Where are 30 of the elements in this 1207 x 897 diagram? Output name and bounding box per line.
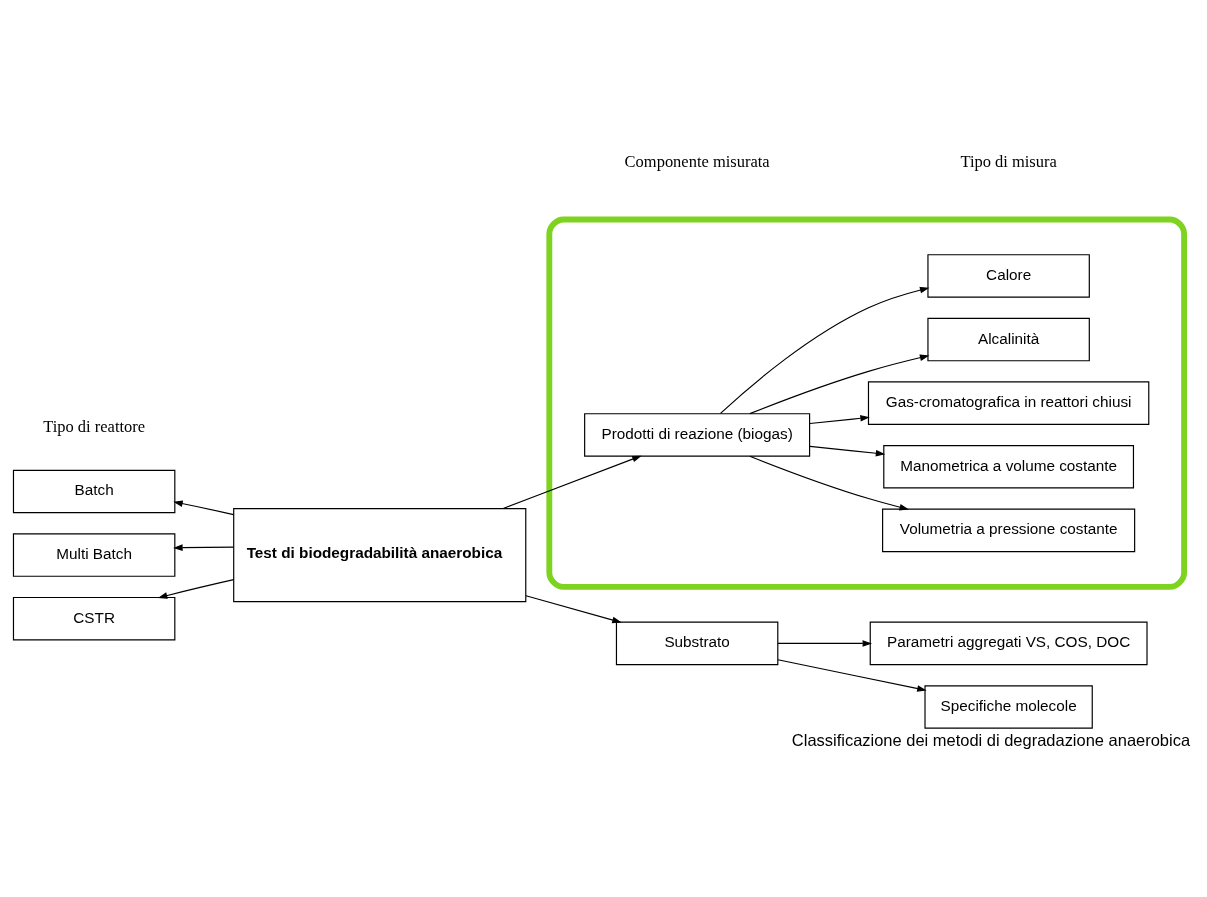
arrow	[809, 415, 870, 425]
arrow	[777, 659, 927, 692]
node-box: CSTR	[12, 596, 176, 641]
node-box: Prodotti di reazione (biogas)	[584, 413, 811, 457]
node-box: Multi Batch	[12, 533, 176, 577]
arrow	[173, 500, 235, 516]
node-box: Substrato	[615, 621, 779, 666]
arrow	[809, 445, 886, 457]
arrow	[749, 455, 909, 511]
caption: Classificazione dei metodi di degradazione anaerobica	[791, 731, 1191, 750]
arrow	[719, 286, 930, 415]
node-box: Test di biodegradabilità anaerobica	[233, 507, 527, 603]
node-box: Batch	[12, 469, 176, 514]
arrow	[749, 354, 930, 415]
arrow	[525, 595, 622, 624]
node-box: Gas-cromatografica in reattori chiusi	[867, 381, 1150, 425]
node-box: Manometrica a volume costante	[883, 444, 1135, 489]
node-box: Calore	[927, 254, 1090, 298]
label: Tipo di reattore	[43, 417, 146, 437]
arrow	[502, 455, 642, 510]
cluster	[546, 216, 1188, 590]
label: Tipo di misura	[960, 152, 1057, 172]
arrow	[157, 579, 235, 599]
node-box: Parametri aggregati VS, COS, DOC	[869, 621, 1148, 666]
arrow	[777, 640, 873, 647]
node-box: Alcalinità	[927, 317, 1090, 362]
label: Componente misurata	[624, 152, 770, 172]
node-box: Specifiche molecole	[924, 685, 1093, 729]
node-box: Volumetria a pressione costante	[882, 508, 1136, 553]
arrow	[173, 544, 235, 551]
